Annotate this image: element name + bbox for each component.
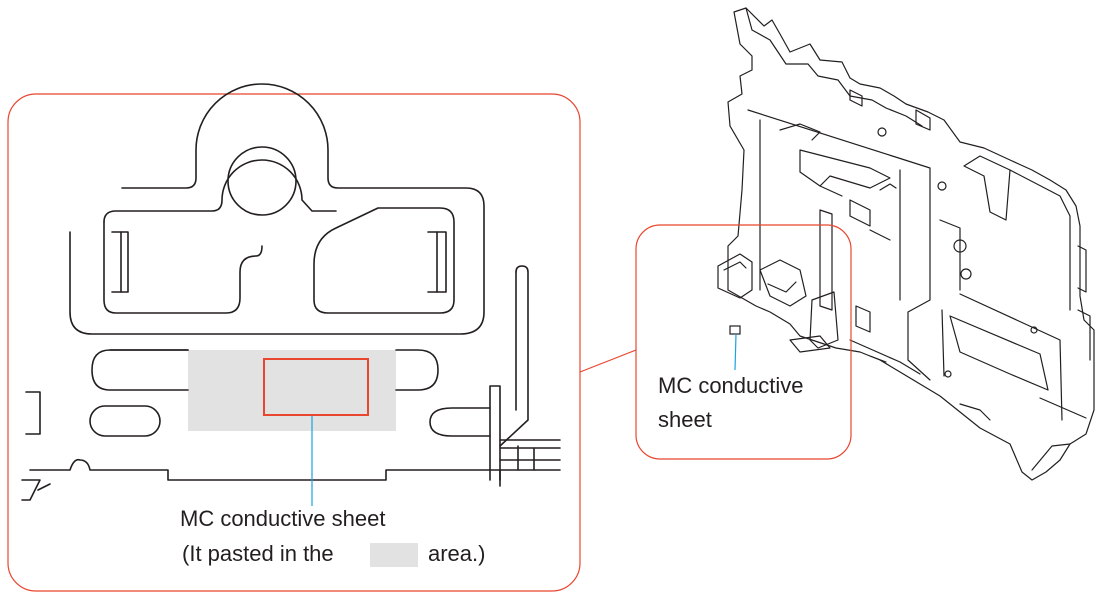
overview-callout-frame: [635, 224, 852, 460]
overview-sheet-marker: [729, 325, 741, 335]
callout-connector-line: [579, 349, 637, 373]
detail-label-line1: MC conductive sheet: [180, 506, 385, 531]
mc-conductive-sheet-marker: [263, 358, 369, 416]
paste-area: [188, 350, 396, 431]
detail-label-line2-prefix: (It pasted in the: [182, 541, 334, 566]
detail-view: MC conductive sheet (It pasted in the ar…: [7, 83, 581, 592]
detail-callout-frame: [7, 93, 581, 592]
detail-label-line2-suffix: area.): [428, 541, 485, 566]
detail-line-art: [21, 83, 561, 501]
paste-area-legend-swatch: [370, 543, 418, 567]
overview-assembly: [717, 7, 1095, 481]
overview-label-line2: sheet: [658, 407, 712, 432]
overview-leader-line: [734, 333, 737, 371]
overview-label-line1: MC conductive: [658, 373, 804, 398]
